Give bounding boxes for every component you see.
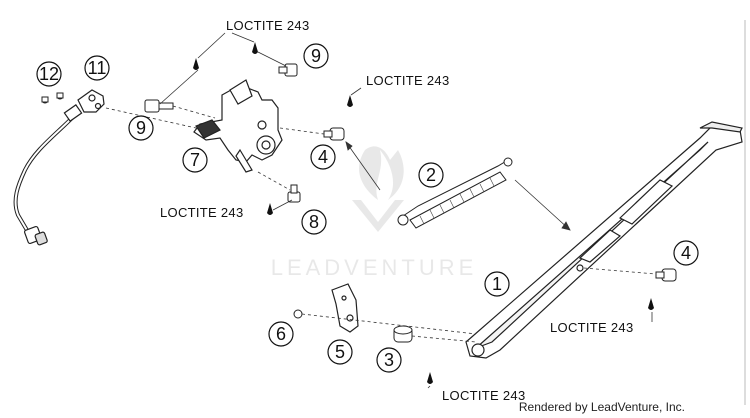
watermark: LEADVENTURE [271,146,478,280]
loctite-drops [193,42,654,384]
callout-8: 8 [301,209,327,235]
callout-9-top: 9 [303,43,329,69]
bolt-4-upper [323,127,345,141]
callout-12: 12 [36,61,62,87]
loctite-label-right: LOCTITE 243 [550,320,634,335]
callouts: 12 11 9 9 7 4 8 2 1 4 6 5 3 [36,43,699,373]
svg-text:6: 6 [276,324,286,344]
bolt-8 [287,184,301,203]
callout-4-upper: 4 [310,144,336,170]
loctite-label-left: LOCTITE 243 [160,205,244,220]
watermark-logo [352,146,404,232]
render-credit: Rendered by LeadVenture, Inc. [518,400,685,414]
svg-text:9: 9 [311,46,321,66]
loctite-label-top: LOCTITE 243 [226,18,310,33]
callout-5: 5 [327,339,353,365]
callout-9-left: 9 [128,115,154,141]
svg-text:3: 3 [384,350,394,370]
side-stand-1 [465,121,743,359]
svg-text:7: 7 [190,150,200,170]
bolt-9-top [278,63,298,77]
plate-5 [331,283,359,333]
sensor-cable [13,89,105,246]
screws-12 [41,92,64,104]
screw-6 [293,309,303,319]
callout-3: 3 [376,347,402,373]
svg-text:5: 5 [335,342,345,362]
spring-2 [397,157,513,229]
svg-text:11: 11 [88,58,107,78]
bushing-3 [393,325,413,343]
svg-text:4: 4 [318,147,328,167]
loctite-label-bottom: LOCTITE 243 [442,388,526,403]
watermark-text: LEADVENTURE [271,255,478,280]
leader-lines [105,32,657,389]
svg-text:9: 9 [136,118,146,138]
svg-text:4: 4 [681,243,691,263]
callout-6: 6 [268,321,294,347]
svg-text:1: 1 [492,274,502,294]
bolt-4-right [655,268,677,282]
loctite-label-mid: LOCTITE 243 [366,73,450,88]
svg-text:12: 12 [39,64,59,84]
callout-11: 11 [84,55,110,81]
callout-2: 2 [418,162,444,188]
callout-7: 7 [182,147,208,173]
callout-4-right: 4 [673,240,699,266]
svg-text:2: 2 [426,165,436,185]
bolt-9-left [144,99,174,113]
svg-text:8: 8 [309,212,319,232]
callout-1: 1 [484,271,510,297]
bracket-7 [193,79,283,173]
